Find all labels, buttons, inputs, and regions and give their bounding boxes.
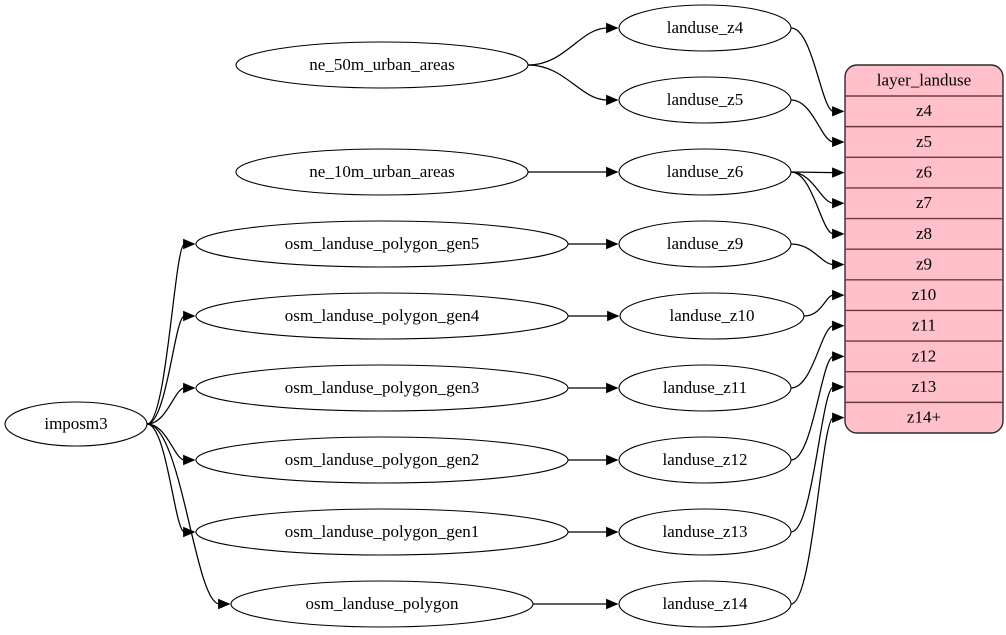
node-ellipse [235,41,529,89]
edge-arrowhead [218,598,231,610]
node-ne-10m-urban-areas[interactable]: ne_10m_urban_areas [235,148,529,196]
node-ellipse [618,364,792,412]
node-osm-landuse-polygon-gen2[interactable]: osm_landuse_polygon_gen2 [195,436,569,484]
edge-imposm3-to-osm-landuse-polygon-gen4 [146,315,186,425]
edge-arrowhead [832,351,845,362]
edge-arrowhead [832,289,845,301]
edge-landuse-z6-to-layer-landuse-z6 [790,171,834,174]
edge-imposm3-to-osm-landuse-polygon [146,423,220,605]
edge-landuse-z6-to-layer-landuse-z8 [790,171,834,235]
edge-landuse-z10-to-layer-landuse-z10 [803,294,834,317]
edge-arrowhead [832,106,845,117]
node-osm-landuse-polygon[interactable]: osm_landuse_polygon [230,580,534,628]
node-ellipse [195,292,569,340]
edge-imposm3-to-osm-landuse-polygon-gen3 [146,387,185,425]
edge-arrowhead [606,94,619,106]
edge-landuse-z9-to-layer-landuse-z9 [790,243,834,266]
node-ellipse [618,220,792,268]
node-landuse-z13[interactable]: landuse_z13 [618,508,792,556]
edges-layer [146,22,845,610]
edge-arrowhead [183,310,196,322]
node-landuse-z4[interactable]: landuse_z4 [618,4,792,52]
edge-arrowhead [832,412,845,423]
node-landuse-z11[interactable]: landuse_z11 [618,364,792,412]
table-layer: layer_landusez4z5z6z7z8z9z10z11z12z13z14… [844,64,1004,434]
edge-landuse-z12-to-layer-landuse-z12 [790,355,834,461]
edge-arrowhead [832,381,845,393]
edge-arrowhead [183,454,196,466]
edge-arrowhead [832,228,845,240]
edge-imposm3-to-osm-landuse-polygon-gen1 [146,423,186,533]
edge-ne-50m-urban-areas-to-landuse-z5 [527,64,608,101]
node-landuse-z5[interactable]: landuse_z5 [618,76,792,124]
edge-arrowhead [832,136,845,148]
edge-imposm3-to-osm-landuse-polygon-gen5 [146,243,186,425]
node-osm-landuse-polygon-gen5[interactable]: osm_landuse_polygon_gen5 [195,220,569,268]
edge-ne-50m-urban-areas-to-landuse-z4 [527,27,608,66]
edge-arrowhead [183,238,196,250]
node-landuse-z9[interactable]: landuse_z9 [618,220,792,268]
node-ellipse [235,148,529,196]
edge-landuse-z11-to-layer-landuse-z11 [790,325,834,389]
edge-arrowhead [606,598,619,610]
node-osm-landuse-polygon-gen4[interactable]: osm_landuse_polygon_gen4 [195,292,569,340]
node-ellipse [618,148,792,196]
edge-landuse-z14-to-layer-landuse-z14- [790,417,835,605]
node-ellipse [618,436,792,484]
nodes-layer: imposm3 ne_50m_urban_areas ne_10m_urban_ar… [4,4,805,628]
node-ellipse [195,220,569,268]
node-imposm3[interactable]: imposm3 [4,401,148,447]
edge-arrowhead [606,382,619,394]
node-osm-landuse-polygon-gen1[interactable]: osm_landuse_polygon_gen1 [195,508,569,556]
edge-arrowhead [832,320,845,331]
node-landuse-z12[interactable]: landuse_z12 [618,436,792,484]
node-ellipse [618,580,792,628]
edge-arrowhead [606,238,619,250]
node-ellipse [195,364,569,412]
node-landuse-z10[interactable]: landuse_z10 [619,292,805,340]
node-landuse-z14[interactable]: landuse_z14 [618,580,792,628]
node-ellipse [195,508,569,556]
node-ellipse [230,580,534,628]
node-ellipse [618,508,792,556]
node-ellipse [4,401,148,447]
node-ellipse [619,292,805,340]
edge-arrowhead [183,382,196,394]
edge-landuse-z5-to-layer-landuse-z5 [790,99,834,143]
node-ellipse [618,76,792,124]
edge-landuse-z4-to-layer-landuse-z4 [790,27,834,112]
edge-arrowhead [606,526,619,538]
edge-arrowhead [606,166,619,178]
edge-landuse-z6-to-layer-landuse-z7 [790,171,834,204]
node-ne-50m-urban-areas[interactable]: ne_50m_urban_areas [235,41,529,89]
node-landuse-z6[interactable]: landuse_z6 [618,148,792,196]
edge-landuse-z13-to-layer-landuse-z13 [790,386,835,533]
edge-arrowhead [606,22,619,34]
edge-arrowhead [832,198,845,209]
edge-arrowhead [607,310,620,322]
node-osm-landuse-polygon-gen3[interactable]: osm_landuse_polygon_gen3 [195,364,569,412]
edge-arrowhead [606,454,619,466]
node-ellipse [618,4,792,52]
edge-arrowhead [832,167,845,178]
edge-arrowhead [832,259,845,270]
edge-arrowhead [183,526,196,538]
node-ellipse [195,436,569,484]
